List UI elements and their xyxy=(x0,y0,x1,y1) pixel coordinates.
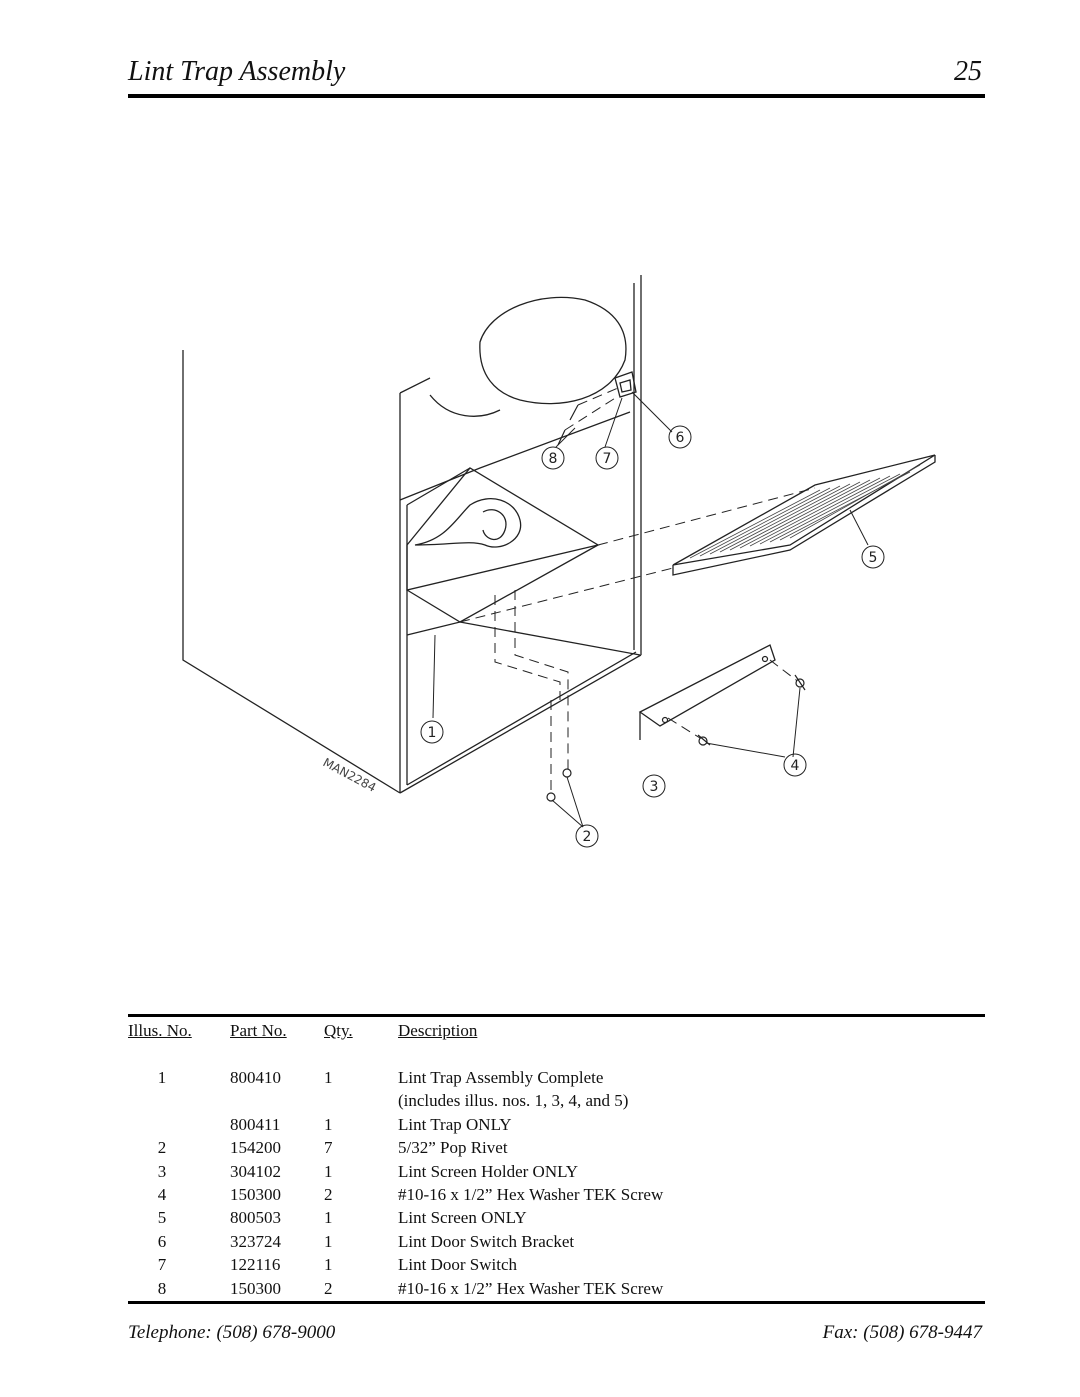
cell-description: Lint Screen Holder ONLY xyxy=(398,1161,579,1181)
lint-trap-horn xyxy=(414,498,522,548)
table-row: 2 154200 7 5/32” Pop Rivet xyxy=(128,1136,985,1159)
leader-2a xyxy=(551,799,584,828)
cell-part-no: 800411 xyxy=(230,1114,281,1134)
cell-qty: 1 xyxy=(324,1161,333,1181)
table-row: 5 800503 1 Lint Screen ONLY xyxy=(128,1206,985,1229)
drum-flange xyxy=(429,394,501,417)
cell-illus-no: 7 xyxy=(157,1255,167,1275)
header-description: Description xyxy=(398,1021,478,1040)
page-title: Lint Trap Assembly xyxy=(128,56,346,87)
cell-part-no: 800410 xyxy=(230,1068,281,1087)
cell-qty: 1 xyxy=(324,1231,333,1251)
table-row: 4 150300 2 #10-16 x 1/2” Hex Washer TEK Scr… xyxy=(128,1183,985,1206)
cell-qty: 1 xyxy=(324,1208,333,1228)
cell-description: Lint Trap Assembly Complete xyxy=(398,1068,604,1087)
footer-telephone: Telephone: (508) 678-9000 xyxy=(128,1322,336,1343)
cell-part-no: 304102 xyxy=(230,1161,281,1181)
leader-6 xyxy=(631,391,673,433)
cell-qty: 2 xyxy=(324,1278,333,1298)
table-row: 1 800410 1 Lint Trap Assembly Complete xyxy=(128,1066,985,1089)
footer-fax: Fax: (508) 678-9447 xyxy=(822,1322,982,1343)
table-row: 3 304102 1 Lint Screen Holder ONLY xyxy=(128,1160,985,1183)
cabinet-top-edge xyxy=(399,377,431,394)
cell-description: #10-16 x 1/2” Hex Washer TEK Screw xyxy=(398,1184,664,1204)
cell-description: Lint Screen ONLY xyxy=(398,1208,527,1228)
table-header-row: Illus. No. Part No. Qty. Description xyxy=(128,1020,985,1052)
cabinet-bottom xyxy=(399,654,642,794)
cell-description: (includes illus. nos. 1, 3, 4, and 5) xyxy=(398,1091,629,1111)
callout-5: 5 xyxy=(869,550,878,566)
lint-trap-bottom xyxy=(406,621,641,656)
header-illus-no: Illus. No. xyxy=(128,1021,192,1040)
leader-4b xyxy=(705,742,786,758)
cell-part-no: 800503 xyxy=(230,1208,281,1228)
lint-screen-side xyxy=(672,455,936,576)
cell-qty: 2 xyxy=(324,1184,333,1204)
header-qty: Qty. xyxy=(324,1021,353,1040)
cell-qty: 7 xyxy=(324,1138,333,1158)
table-row: 8 150300 2 #10-16 x 1/2” Hex Washer TEK Scr… xyxy=(128,1277,985,1300)
cell-qty: 1 xyxy=(324,1114,333,1134)
callout-4: 4 xyxy=(791,758,800,774)
callout-7: 7 xyxy=(603,451,612,467)
leader-4a xyxy=(792,687,801,758)
door-opening-top xyxy=(399,411,631,501)
table-row: (includes illus. nos. 1, 3, 4, and 5) xyxy=(128,1089,985,1112)
table-row: 7 122116 1 Lint Door Switch xyxy=(128,1253,985,1276)
table-bottom-rule xyxy=(128,1301,985,1304)
cell-description: Lint Trap ONLY xyxy=(398,1114,512,1134)
callout-3: 3 xyxy=(650,779,659,795)
cell-illus-no: 8 xyxy=(157,1278,167,1298)
cell-part-no: 323724 xyxy=(230,1231,281,1251)
cell-part-no: 154200 xyxy=(230,1138,281,1158)
callout-8: 8 xyxy=(549,451,558,467)
leader-1 xyxy=(432,634,436,719)
header-part-no: Part No. xyxy=(230,1021,287,1040)
cell-qty: 1 xyxy=(324,1068,333,1087)
cell-description: #10-16 x 1/2” Hex Washer TEK Screw xyxy=(398,1278,664,1298)
cell-qty: 1 xyxy=(324,1255,333,1275)
switch-bracket xyxy=(614,371,637,398)
cabinet-left-edge xyxy=(182,350,401,794)
table-row: 6 323724 1 Lint Door Switch Bracket xyxy=(128,1230,985,1253)
callout-6: 6 xyxy=(676,430,685,446)
leader-7 xyxy=(604,397,623,448)
table-top-rule xyxy=(128,1014,985,1017)
cell-description: Lint Door Switch Bracket xyxy=(398,1231,575,1251)
cell-part-no: 150300 xyxy=(230,1278,281,1298)
drum-opening xyxy=(479,296,627,405)
screen-holder xyxy=(638,644,776,727)
lint-trap-horn-ring xyxy=(482,509,507,541)
leader-5 xyxy=(849,509,869,546)
leader-2b xyxy=(566,776,584,828)
header-rule xyxy=(128,94,985,98)
cell-illus-no: 1 xyxy=(157,1068,167,1087)
table-row: 800411 1 Lint Trap ONLY xyxy=(128,1113,985,1136)
cell-description: 5/32” Pop Rivet xyxy=(398,1138,508,1158)
cell-part-no: 122116 xyxy=(230,1255,281,1275)
cavity-back xyxy=(406,467,471,506)
cavity-floor xyxy=(406,651,637,786)
leader-8 xyxy=(555,427,576,448)
cell-illus-no: 3 xyxy=(157,1161,167,1181)
cell-illus-no: 2 xyxy=(157,1138,167,1158)
lint-screen-frame xyxy=(672,454,936,566)
callout-1: 1 xyxy=(428,725,437,741)
switch-bracket-inner xyxy=(619,379,632,393)
page-number: 25 xyxy=(954,56,982,87)
exploded-parts-diagram: 1 2 3 4 5 6 7 8 MAN2284 xyxy=(182,275,936,848)
cell-illus-no: 6 xyxy=(157,1231,167,1251)
cell-illus-no: 5 xyxy=(157,1208,167,1228)
cell-part-no: 150300 xyxy=(230,1184,281,1204)
cell-illus-no: 4 xyxy=(157,1184,167,1204)
callout-2: 2 xyxy=(583,829,592,845)
cell-description: Lint Door Switch xyxy=(398,1255,517,1275)
